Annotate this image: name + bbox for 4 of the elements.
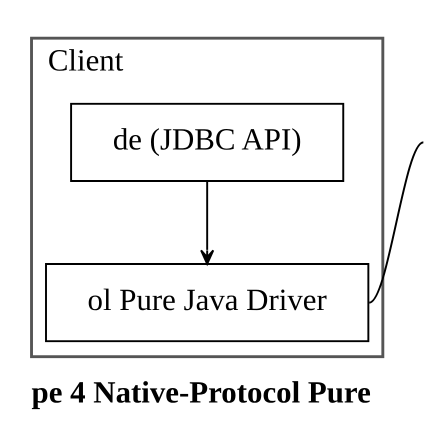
node-box: ol Pure Java Driver [45, 262, 370, 342]
node-box: de (JDBC API) [70, 102, 344, 182]
arrow [200, 180, 214, 264]
caption: pe 4 Native-Protocol Pure [32, 374, 371, 410]
